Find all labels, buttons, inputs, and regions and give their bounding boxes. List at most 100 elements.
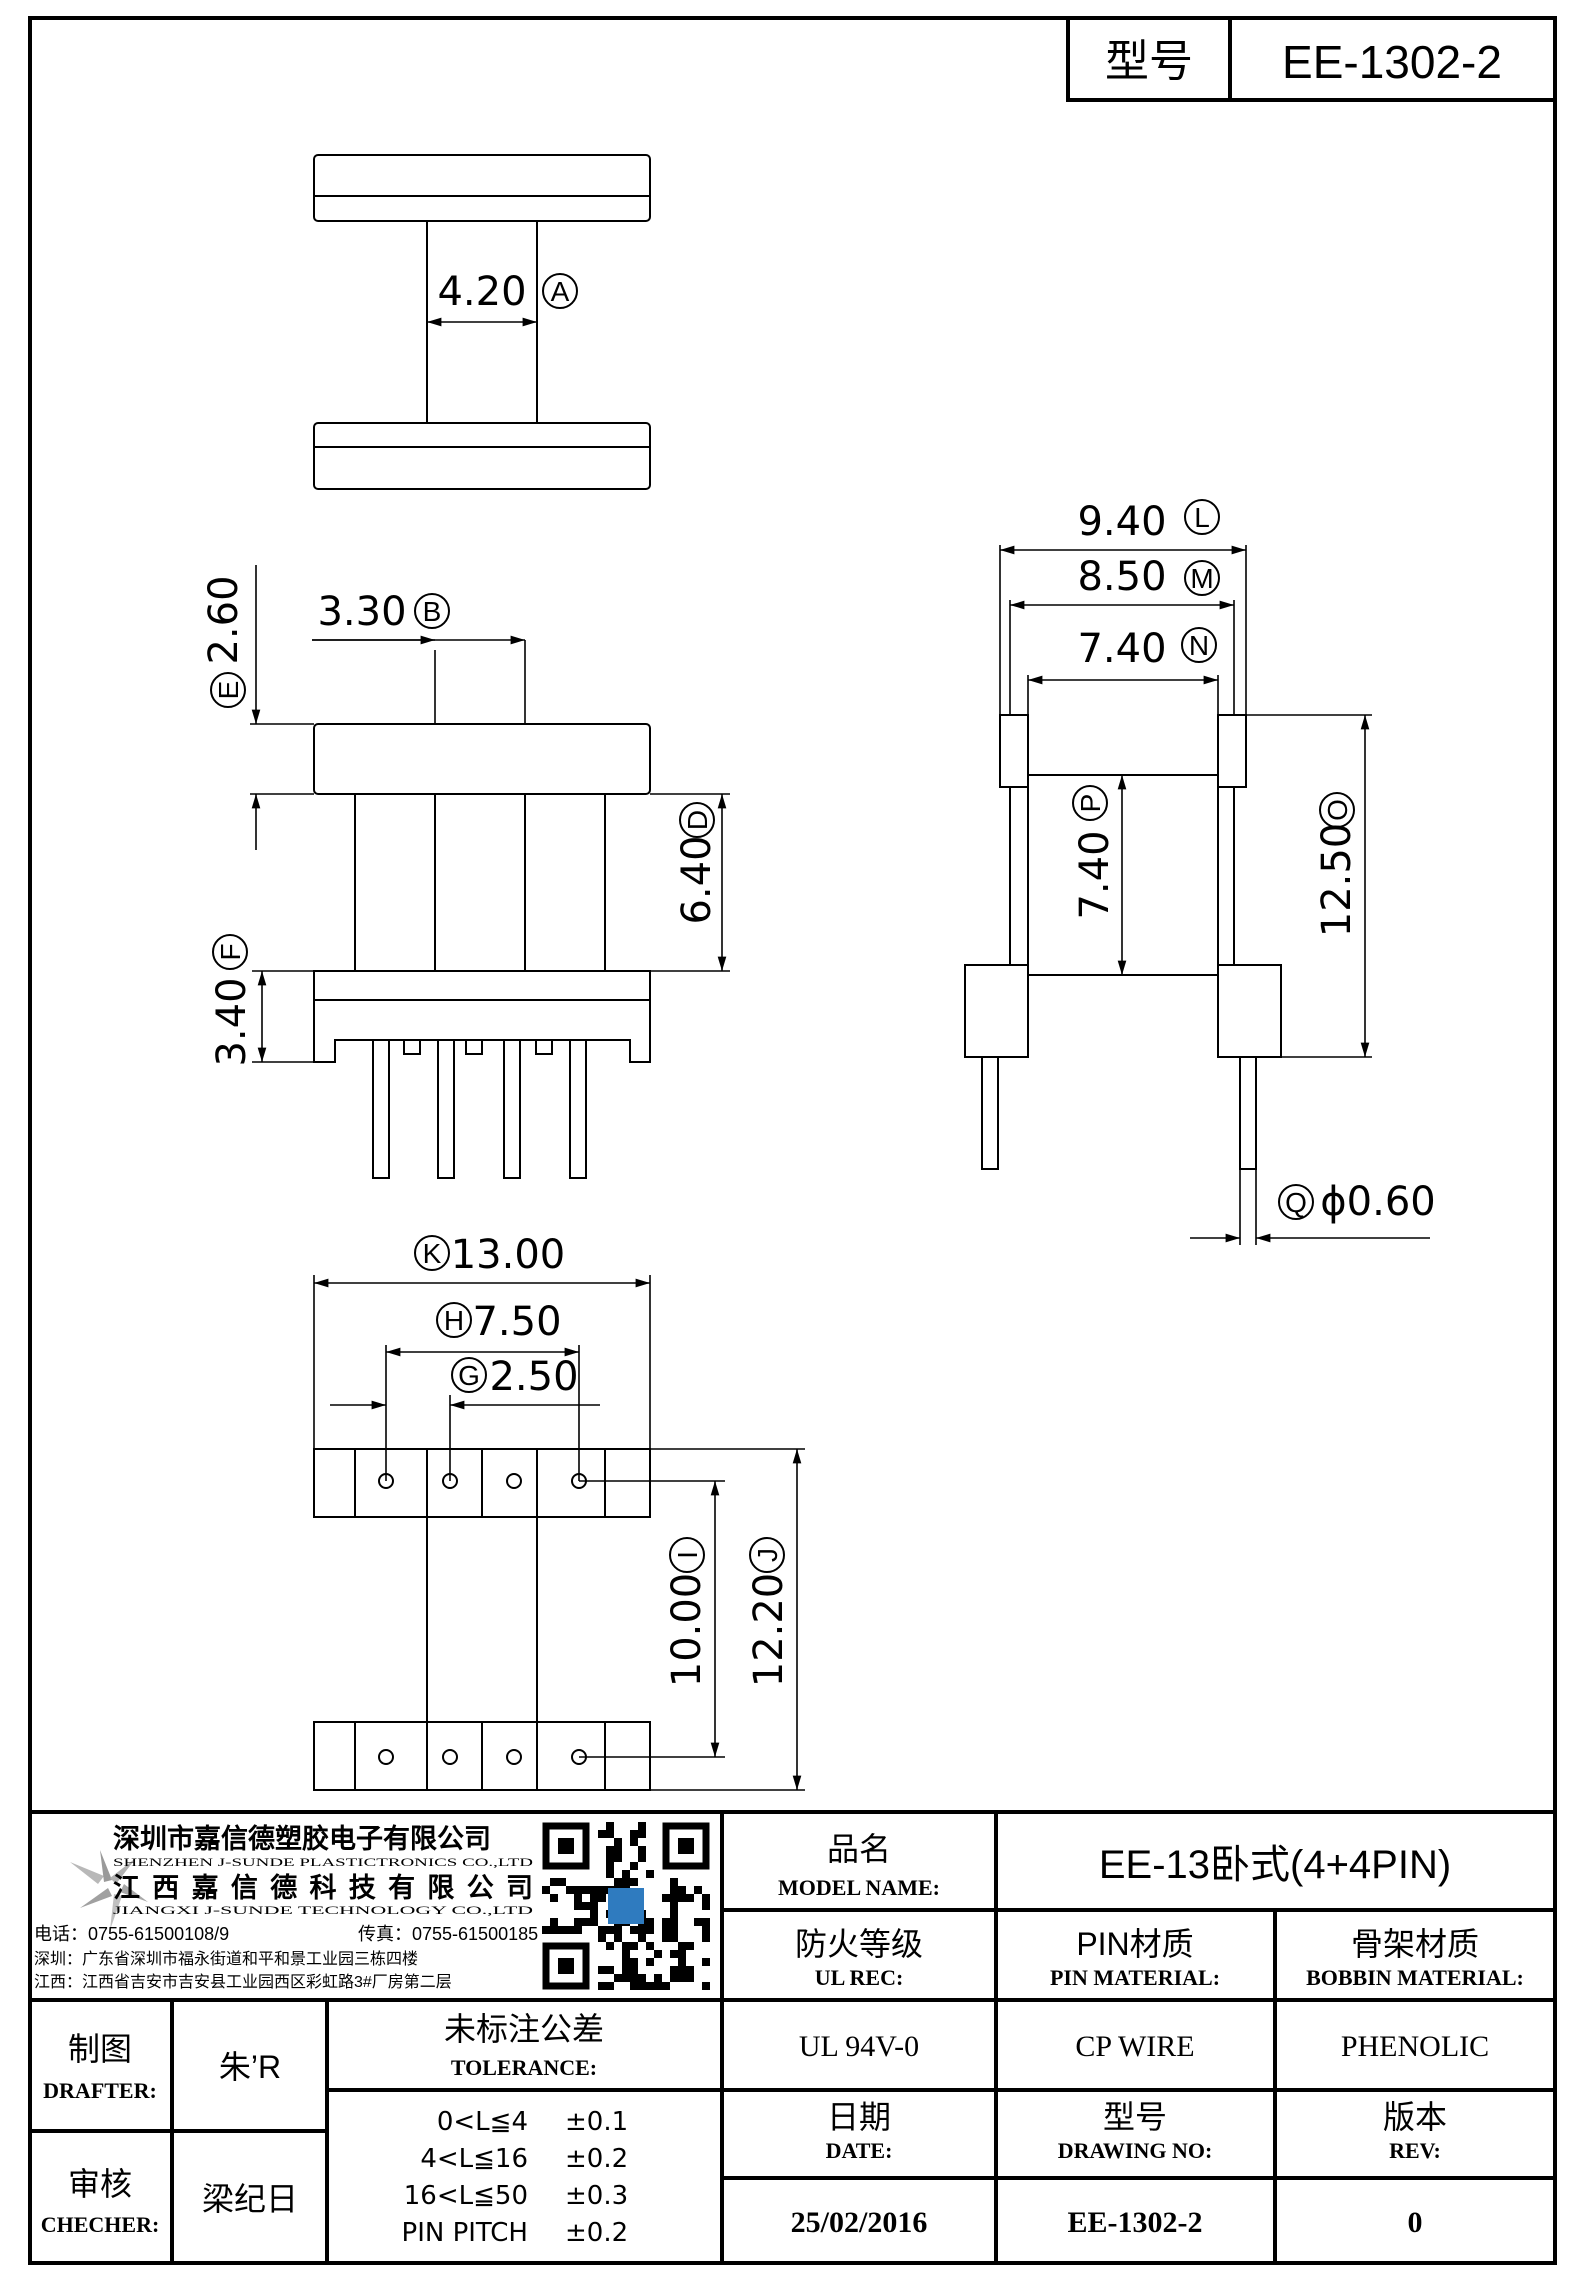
svg-text:D: D	[682, 810, 713, 830]
dim-A-value: 4.20	[437, 269, 526, 315]
drawing-value: EE-1302-2	[1068, 2206, 1203, 2239]
checker-en: CHECHER:	[41, 2212, 160, 2237]
svg-text:P: P	[1075, 794, 1106, 813]
checker-name: 梁纪日	[202, 2181, 298, 2217]
dim-Q-value: ϕ0.60	[1320, 1179, 1435, 1225]
svg-text:L: L	[1194, 502, 1210, 533]
dim-I-marker: I	[669, 1537, 705, 1573]
ul-value: UL 94V-0	[799, 2030, 919, 2063]
tolerance-range: PIN PITCH	[402, 2218, 528, 2248]
checker-cn: 审核	[68, 2166, 132, 2202]
svg-text:M: M	[1190, 563, 1213, 594]
front-view: 3.30 B 2.60 E 6.40 D 3.40 F	[201, 565, 730, 1179]
dim-J-value: 12.20	[746, 1573, 792, 1688]
dim-M-value: 8.50	[1077, 554, 1166, 600]
dim-N-value: 7.40	[1077, 626, 1166, 672]
dim-E-marker: E	[210, 672, 246, 708]
dim-B-value: 3.30	[317, 589, 406, 635]
ul-en: UL REC:	[815, 1965, 904, 1990]
model-label: 型号	[1105, 37, 1193, 86]
tolerance-range: 16<L≦50	[404, 2181, 528, 2211]
drawing-cn: 型号	[1103, 2099, 1167, 2135]
date-en: DATE:	[826, 2138, 893, 2163]
ul-cn: 防火等级	[795, 1926, 923, 1962]
top-view: 4.20 A	[313, 154, 651, 490]
dim-H-value: 7.50	[472, 1299, 561, 1345]
bobbin-cn: 骨架材质	[1351, 1926, 1479, 1962]
tolerance-value: ±0.2	[565, 2218, 628, 2248]
dim-H-marker: H	[436, 1302, 472, 1338]
dim-F-marker: F	[212, 934, 248, 970]
dim-D-marker: D	[679, 802, 715, 838]
company-logo	[70, 1850, 148, 1930]
svg-text:J: J	[752, 1548, 783, 1562]
tolerance-value: ±0.3	[565, 2181, 628, 2211]
svg-text:B: B	[423, 596, 442, 627]
model-name-cn: 品名	[827, 1831, 891, 1867]
rev-en: REV:	[1389, 2138, 1441, 2163]
svg-text:F: F	[215, 943, 246, 960]
tolerance-list: 0<L≦4 ±0.1 4<L≦16 ±0.2 16<L≦50 ±0.3 PIN …	[402, 2107, 629, 2248]
drafter-en: DRAFTER:	[43, 2078, 157, 2103]
svg-text:Q: Q	[1285, 1187, 1307, 1218]
company-addr-jx: 江西：江西省吉安市吉安县工业园西区彩虹路3#厂房第二层	[34, 1973, 452, 1991]
pin-cn: PIN材质	[1076, 1926, 1193, 1962]
company-name-cn-2: 江西嘉信德科技有限公司	[113, 1873, 533, 1903]
svg-text:N: N	[1189, 630, 1209, 661]
dim-L-marker: L	[1184, 499, 1220, 535]
svg-text:H: H	[444, 1305, 464, 1336]
company-name-en-2: JIANGXI J-SUNDE TECHNOLOGY CO.,LTD	[113, 1903, 534, 1917]
tolerance-range: 0<L≦4	[437, 2107, 528, 2137]
drafter-cn: 制图	[68, 2031, 132, 2067]
rev-value: 0	[1408, 2206, 1423, 2239]
dim-F-value: 3.40	[209, 977, 255, 1066]
dim-G-value: 2.50	[489, 1354, 578, 1400]
pin-en: PIN MATERIAL:	[1050, 1965, 1220, 1990]
rev-cn: 版本	[1383, 2099, 1447, 2135]
bottom-view: K 13.00 H 7.50 G 2.50 10.00 I	[313, 1232, 805, 1791]
tolerance-range: 4<L≦16	[420, 2144, 528, 2174]
company-phone: 电话：0755-61500108/9	[34, 1924, 229, 1944]
dim-P-marker: P	[1072, 785, 1108, 821]
dim-G-marker: G	[451, 1357, 487, 1393]
bobbin-value: PHENOLIC	[1341, 2030, 1489, 2063]
model-name-value: EE-13卧式(4+4PIN)	[1099, 1843, 1451, 1887]
tolerance-en: TOLERANCE:	[451, 2055, 597, 2080]
side-view: 9.40 L 8.50 M 7.40 N 7.40 P	[964, 499, 1436, 1245]
dim-L-value: 9.40	[1077, 499, 1166, 545]
dim-K-value: 13.00	[451, 1232, 566, 1278]
svg-text:O: O	[1322, 799, 1353, 821]
drafter-name: 朱’R	[219, 2049, 281, 2085]
dim-O-marker: O	[1319, 792, 1355, 828]
model-value: EE-1302-2	[1282, 36, 1502, 88]
tolerance-cn: 未标注公差	[444, 2011, 604, 2047]
pin-value: CP WIRE	[1075, 2030, 1194, 2063]
dim-J-marker: J	[749, 1537, 785, 1573]
dim-M-marker: M	[1184, 560, 1220, 596]
svg-text:I: I	[672, 1551, 703, 1559]
dim-I-value: 10.00	[664, 1573, 710, 1688]
svg-text:A: A	[551, 276, 570, 307]
company-addr-sz: 深圳：广东省深圳市福永街道和平和景工业园三栋四楼	[34, 1950, 418, 1968]
qr-code	[542, 1822, 710, 1990]
dim-B-marker: B	[414, 593, 450, 629]
dim-Q-marker: Q	[1278, 1184, 1314, 1220]
dim-P-value: 7.40	[1072, 830, 1118, 919]
company-name-en-1: SHENZHEN J-SUNDE PLASTICTRONICS CO.,LTD	[113, 1855, 534, 1869]
company-fax: 传真：0755-61500185	[358, 1924, 538, 1944]
dim-D-value: 6.40	[674, 835, 720, 924]
svg-text:G: G	[458, 1360, 480, 1391]
dim-K-marker: K	[414, 1235, 450, 1271]
date-value: 25/02/2016	[791, 2206, 928, 2239]
sheet-border	[28, 16, 1557, 2265]
tolerance-value: ±0.2	[565, 2144, 628, 2174]
dim-A-marker: A	[542, 273, 578, 309]
drawing-en: DRAWING NO:	[1058, 2138, 1213, 2163]
title-block: 深圳市嘉信德塑胶电子有限公司 SHENZHEN J-SUNDE PLASTICT…	[30, 1810, 1555, 2263]
svg-text:K: K	[423, 1238, 442, 1269]
tolerance-value: ±0.1	[565, 2107, 628, 2137]
company-name-cn-1: 深圳市嘉信德塑胶电子有限公司	[113, 1823, 491, 1854]
dim-E-value: 2.60	[201, 575, 247, 664]
model-title-box: 型号 EE-1302-2	[1066, 16, 1557, 102]
